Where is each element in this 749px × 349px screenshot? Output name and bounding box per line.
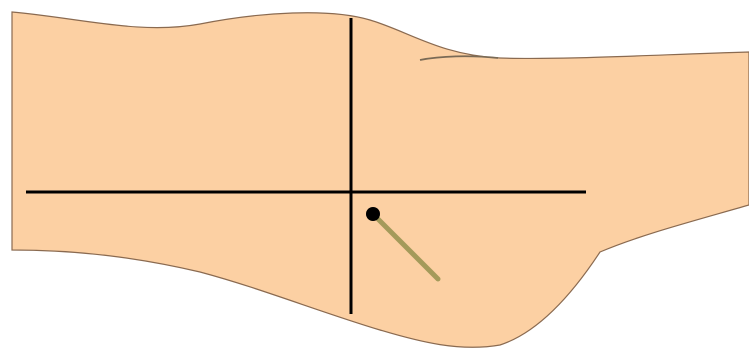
limb-outline xyxy=(12,12,749,347)
entry-point-marker xyxy=(366,207,380,221)
